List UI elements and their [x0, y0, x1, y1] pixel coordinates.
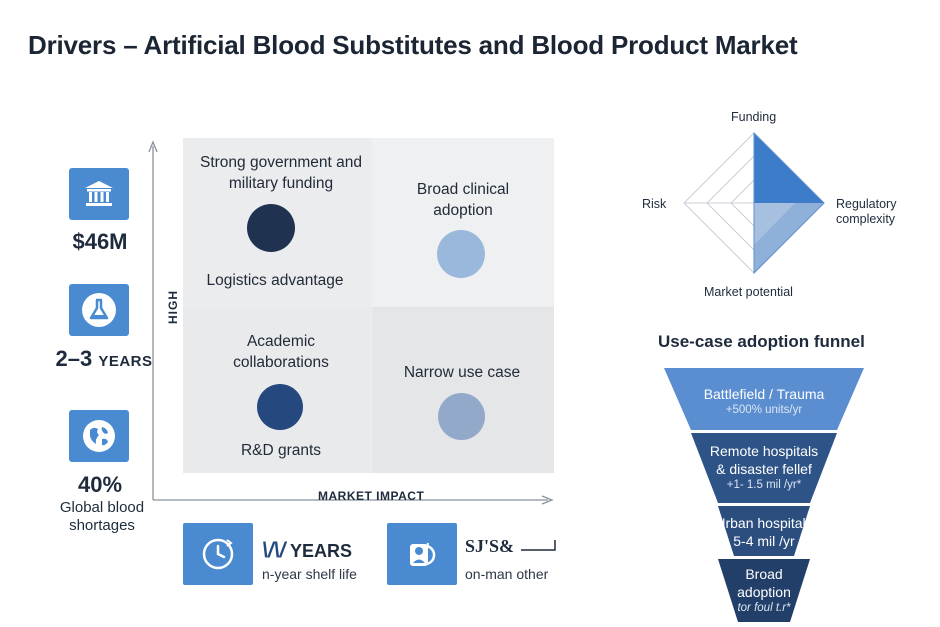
shelf-life-heading-text: YEARS — [290, 541, 353, 561]
funnel-title: Use-case adoption funnel — [658, 332, 865, 351]
funnel-stage-1-text: Battlefield / Trauma +500% units/yr — [664, 385, 864, 417]
shortage-stat-caption: Global blood shortages — [59, 499, 145, 534]
globe-icon — [69, 410, 129, 462]
timeline-stat-unit: YEARS — [98, 353, 153, 370]
radar-label-risk: Risk — [642, 197, 667, 211]
quadrant-1-dot — [247, 204, 295, 252]
usage-subtitle: on-man other — [465, 566, 549, 582]
funnel-stage-4-label-2: adoption — [737, 584, 791, 600]
x-axis-label: MARKET IMPACT — [318, 489, 425, 503]
shelf-life-glyph: \/\/ — [262, 539, 286, 562]
funnel-stage-4-value: tor foul t.r* — [737, 602, 791, 614]
timeline-stat-number: 2–3 — [55, 346, 93, 371]
usage-heading-text: SJ'S& — [465, 536, 515, 556]
shortage-stat-value: 40% — [77, 472, 123, 497]
funnel-stage-1 — [664, 368, 864, 430]
usage-heading: SJ'S& — [465, 536, 559, 557]
radar-label-regulatory-line1: Regulatory — [836, 197, 897, 211]
timeline-stat-value: 2–3 YEARS — [44, 346, 164, 372]
funnel-stage-3 — [718, 506, 810, 556]
radar-label-regulatory-line2: complexity — [836, 212, 896, 226]
funnel-stage-3-value: 5-4 mil /yr — [733, 533, 795, 549]
quadrant-1-title: Strong government and military funding — [200, 154, 362, 192]
page-title: Drivers – Artificial Blood Substitutes a… — [28, 30, 798, 60]
quadrant-1-note: Logistics advantage — [206, 272, 344, 289]
quadrant-4-dot — [438, 393, 485, 440]
funnel-stage-2 — [691, 433, 837, 503]
funnel-stage-1-value: +500% units/yr — [725, 404, 803, 416]
radar-label-market: Market potential — [704, 285, 793, 299]
funnel-stage-3-text: Urban hospitals 5-4 mil /yr — [664, 514, 864, 550]
shelf-life-heading: \/\/ YEARS — [262, 539, 352, 563]
quadrant-2-title: Broad clinical adoption — [416, 181, 510, 219]
quadrant-4-title: Narrow use case — [403, 364, 521, 381]
funnel-stage-2-label-2: & disaster fellef — [716, 461, 812, 477]
funnel-stage-3-label: Urban hospitals — [715, 515, 813, 531]
funding-stat-value: $46M — [72, 229, 128, 254]
usage-heading-underline — [520, 540, 556, 551]
radar-label-regulatory: Regulatory complexity — [836, 197, 896, 227]
funnel-stage-2-value: +1- 1.5 mil /yr* — [726, 479, 802, 491]
clock-icon — [183, 523, 253, 585]
funnel-stage-4-label: Broad — [745, 566, 783, 582]
user-refresh-icon — [387, 523, 457, 585]
quadrant-3-title: Academic collaborations — [233, 333, 329, 371]
funnel-stage-4-text: Broad adoption tor foul t.r* — [664, 565, 864, 615]
quadrant-top-right — [372, 138, 554, 306]
flask-icon — [69, 284, 129, 336]
funnel-stage-2-label: Remote hospitals — [709, 443, 819, 459]
bank-icon — [69, 168, 129, 220]
shelf-life-subtitle: n-year shelf life — [262, 566, 357, 582]
quadrant-2-dot — [437, 230, 485, 278]
funnel-stage-2-text: Remote hospitals & disaster fellef +1- 1… — [664, 442, 864, 492]
quadrant-bottom-right — [372, 307, 554, 473]
quadrant-3-note: R&D grants — [240, 442, 322, 459]
radar-label-funding: Funding — [731, 110, 777, 124]
impact-matrix: Strong government and military funding L… — [183, 138, 554, 473]
funnel-stage-1-label: Battlefield / Trauma — [703, 386, 825, 402]
quadrant-3-dot — [257, 384, 303, 430]
